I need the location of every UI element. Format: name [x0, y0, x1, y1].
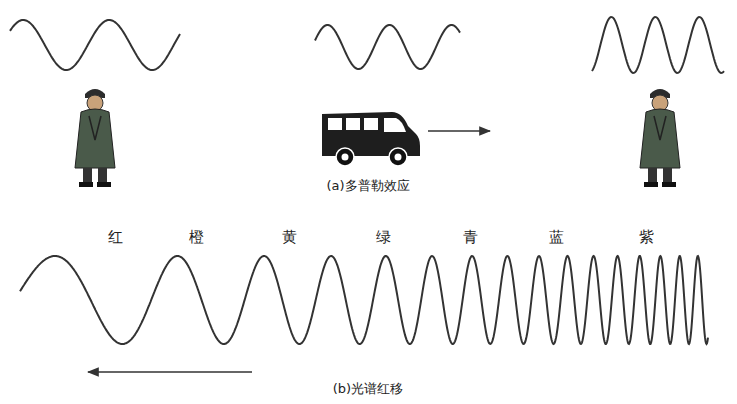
color-name: 橙: [189, 228, 204, 246]
sound-wave: [10, 20, 180, 70]
listener-figure: [75, 89, 115, 187]
light-wave: [20, 256, 708, 344]
sound-wave: [592, 17, 724, 73]
caption-label: (a)多普勒效应: [326, 178, 409, 194]
shift-arrow: [88, 371, 252, 373]
sound-wave: [315, 25, 460, 69]
listener-figure: [640, 89, 680, 187]
van-figure: [322, 112, 420, 166]
color-name: 黄: [282, 228, 297, 246]
color-name: 绿: [376, 228, 391, 246]
color-name: 青: [463, 228, 478, 246]
color-name: 紫: [639, 228, 654, 246]
color-name: 红: [108, 228, 123, 246]
caption-label: (b)光谱红移: [333, 381, 403, 397]
motion-arrow: [428, 130, 490, 132]
color-name: 蓝: [549, 228, 564, 246]
